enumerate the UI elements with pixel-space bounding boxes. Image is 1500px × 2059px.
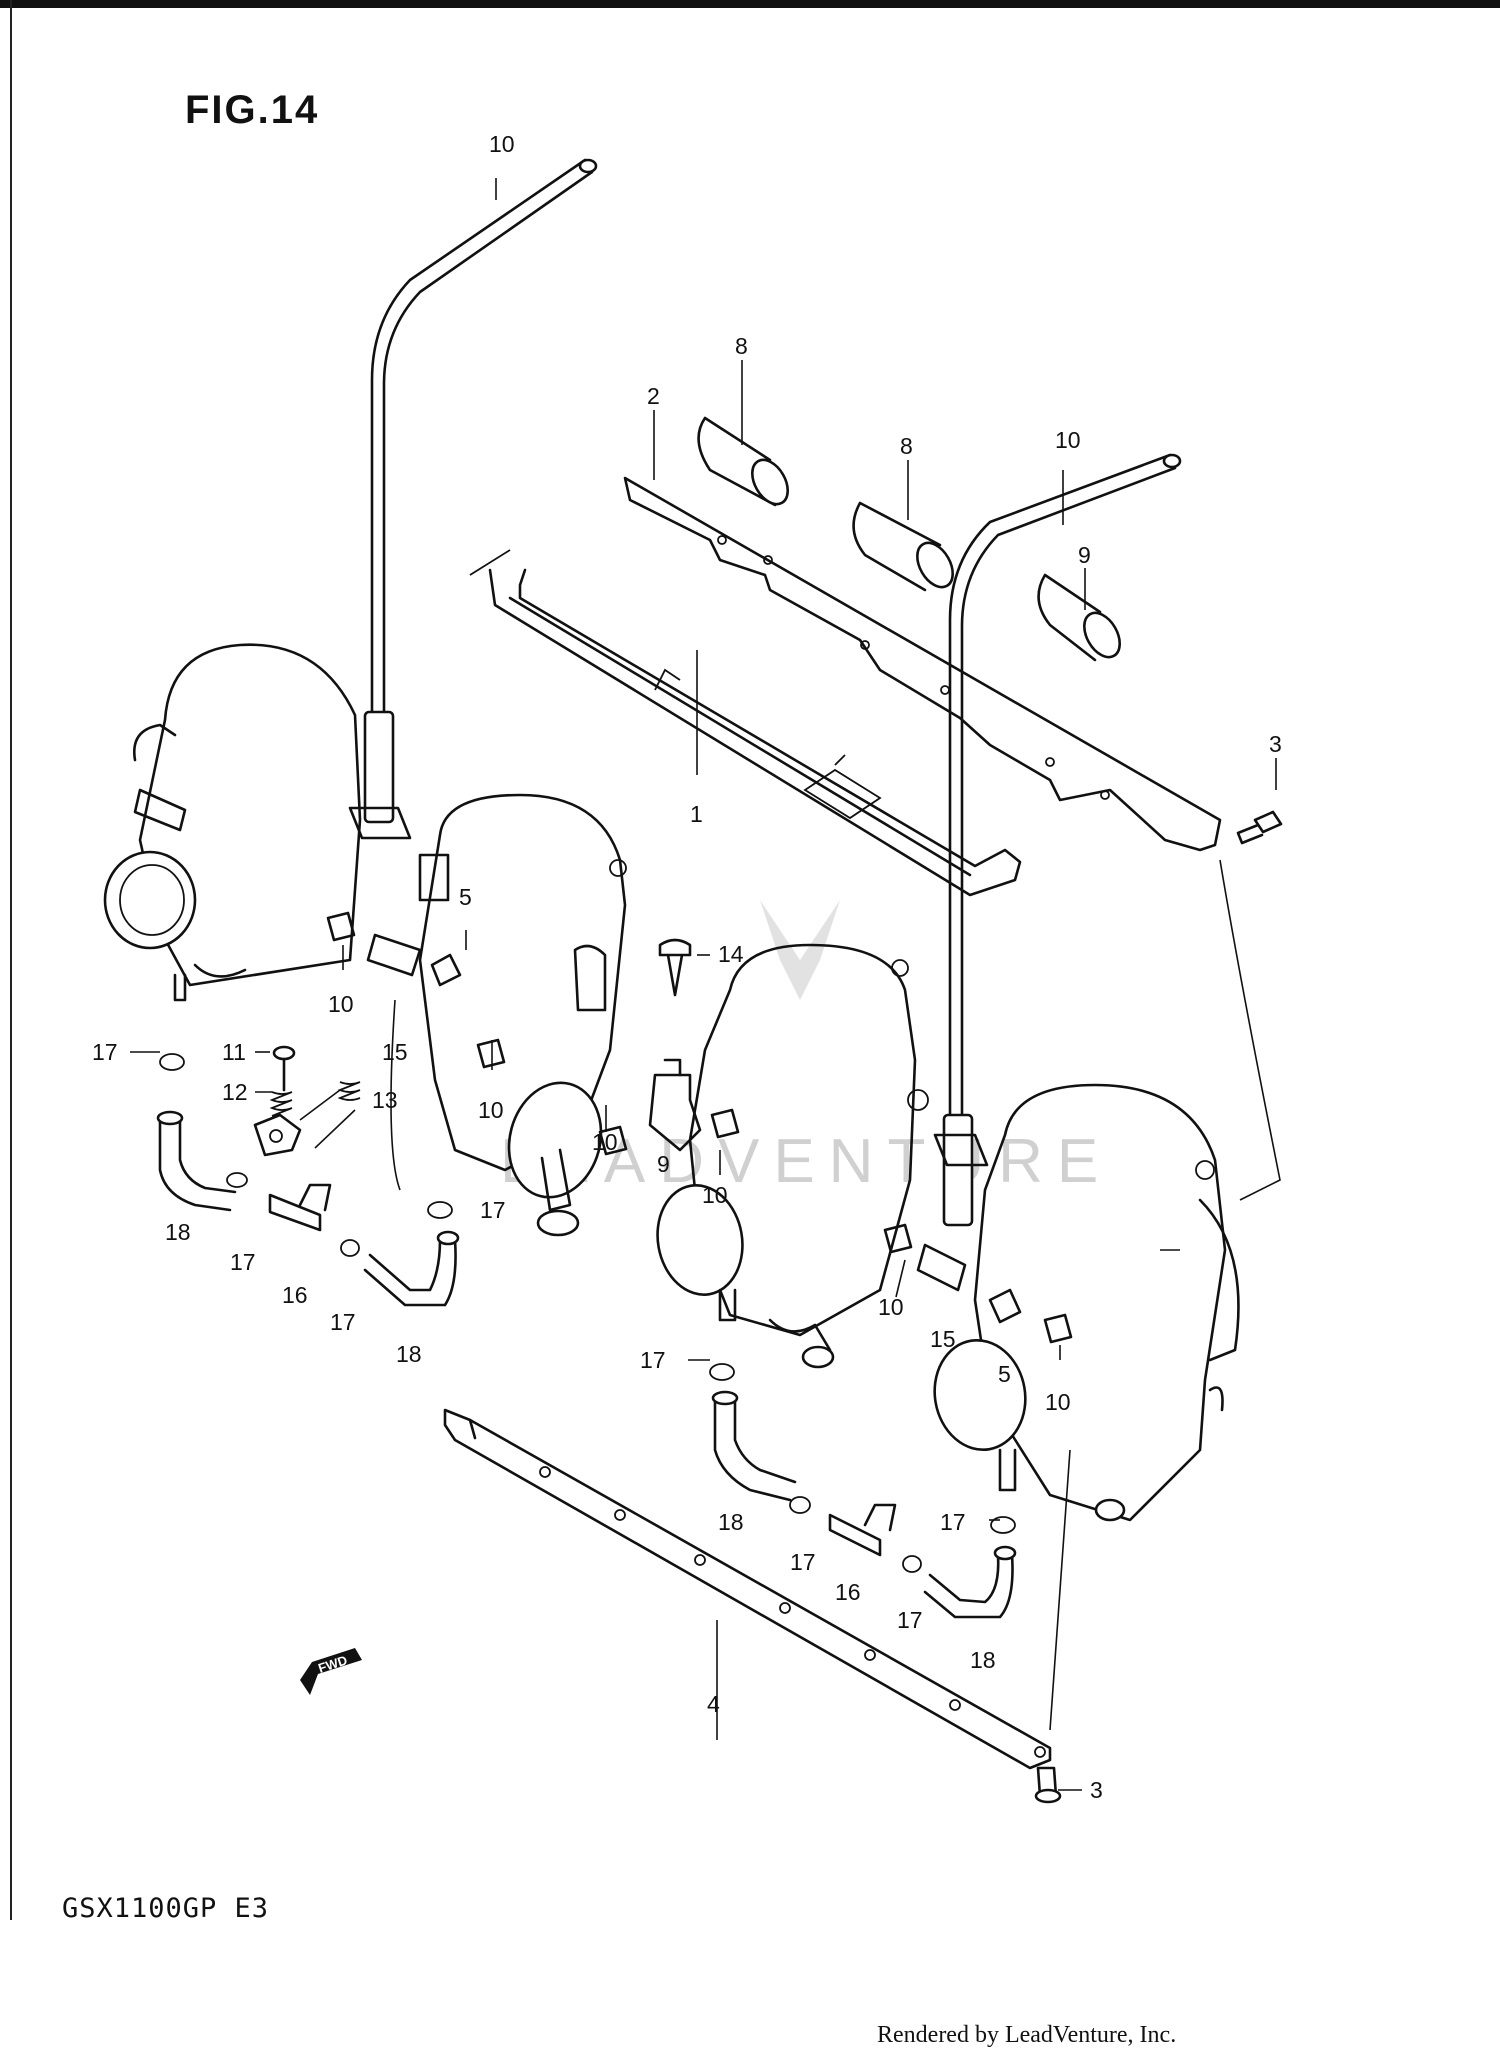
callout-15: 15 [930, 1326, 956, 1352]
callout-13: 13 [372, 1087, 398, 1113]
callout-11: 11 [222, 1039, 246, 1065]
callout-3: 3 [1090, 1777, 1103, 1803]
callout-16: 16 [282, 1282, 308, 1308]
callout-18: 18 [970, 1647, 996, 1673]
callout-8: 8 [735, 333, 748, 359]
callout-17: 17 [330, 1309, 356, 1335]
callout-10: 10 [592, 1129, 618, 1155]
callout-4: 4 [707, 1691, 720, 1717]
part-3-lower-bolt [1034, 1766, 1062, 1804]
carburetor-4 [933, 1083, 1240, 1522]
callout-10: 10 [1045, 1389, 1071, 1415]
part-9-tee-connector [648, 1058, 702, 1152]
part-8-upper-sleeve [697, 416, 789, 507]
part-10-caps [326, 911, 1073, 1344]
carburetor-3 [656, 943, 929, 1369]
callout-17: 17 [92, 1039, 118, 1065]
callout-17: 17 [790, 1549, 816, 1575]
carburetor-2 [418, 793, 627, 1237]
callout-10: 10 [328, 991, 354, 1017]
part-7-sleeve [852, 501, 954, 592]
callout-5: 5 [459, 884, 472, 910]
callout-17: 17 [640, 1347, 666, 1373]
callout-6: 10 [489, 131, 515, 157]
part-18-hose-b [363, 1230, 460, 1307]
part-8-lower-sleeve [1037, 573, 1121, 662]
callout-9: 9 [657, 1151, 670, 1177]
callout-12: 12 [222, 1079, 248, 1105]
part-15-connector-left [366, 933, 422, 977]
callout-2: 2 [647, 383, 660, 409]
part-3-upper-bolt [1236, 810, 1283, 845]
callout-17: 17 [897, 1607, 923, 1633]
part-18-hose-a [156, 1110, 237, 1212]
callout-15: 15 [382, 1039, 408, 1065]
part-14-push-rivet [658, 938, 692, 997]
callout-18: 18 [396, 1341, 422, 1367]
callout-numbers: 10 8 2 8 10 9 3 1 5 14 10 11 17 15 12 13… [92, 131, 1282, 1803]
callout-10: 10 [702, 1182, 728, 1208]
callout-6: 10 [1055, 427, 1081, 453]
render-credit: Rendered by LeadVenture, Inc. [877, 2022, 1177, 2048]
carburetor-1 [103, 643, 362, 1002]
part-11-screw [272, 1045, 296, 1092]
part-5-clip-right [988, 1288, 1022, 1324]
callout-16: 16 [835, 1579, 861, 1605]
callout-1: 1 [690, 801, 703, 827]
callout-5: 5 [998, 1361, 1011, 1387]
part-12-spring [269, 1091, 293, 1117]
part-18-hose-d [923, 1545, 1017, 1619]
callout-10: 10 [478, 1097, 504, 1123]
part-16-tee-fitting-left [268, 1183, 332, 1232]
callout-10: 10 [878, 1294, 904, 1320]
model-code: GSX1100GP E3 [62, 1893, 270, 1924]
part-6-right-vent-tube [933, 453, 1182, 1227]
callout-7: 8 [900, 433, 913, 459]
part-17-clamps [159, 1053, 1016, 1573]
callout-14: 14 [718, 941, 744, 967]
callout-17: 17 [230, 1249, 256, 1275]
part-4-bottom-plate [443, 1408, 1052, 1770]
part-1-lower-bracket [469, 549, 1022, 897]
callout-3: 3 [1269, 731, 1282, 757]
part-5-clip-left [430, 953, 462, 987]
part-16-tee-fitting-right [828, 1503, 897, 1557]
part-6-left-vent-tube [348, 158, 598, 840]
part-2-upper-bracket [623, 476, 1222, 852]
part-18-hose-c [711, 1390, 797, 1502]
figure-title: FIG.14 [185, 88, 320, 132]
part-15-connector-right [916, 1243, 967, 1292]
callout-17: 17 [940, 1509, 966, 1535]
left-border [10, 0, 12, 1920]
part-13-throttle-stop-parts [253, 1081, 361, 1157]
fwd-direction-arrow: FWD [300, 1648, 362, 1695]
leader-lines [130, 178, 1281, 1791]
callout-8: 9 [1078, 542, 1091, 568]
callout-18: 18 [718, 1509, 744, 1535]
callout-17: 17 [480, 1197, 506, 1223]
callout-18: 18 [165, 1219, 191, 1245]
top-border [0, 0, 1500, 8]
fwd-label: FWD [316, 1652, 349, 1675]
